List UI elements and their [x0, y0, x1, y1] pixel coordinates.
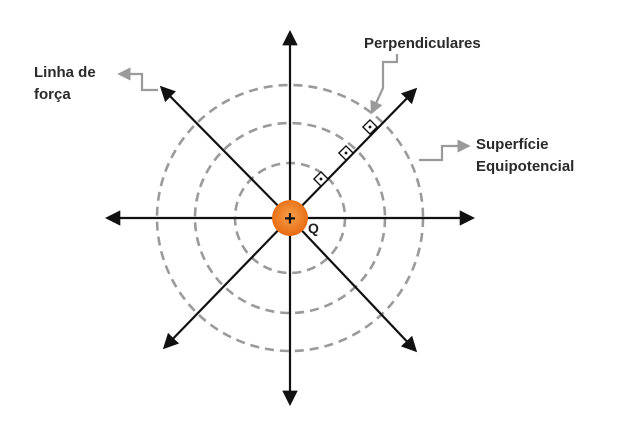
label-field-line-1: Linha de	[34, 64, 96, 81]
callout-equipotential	[419, 139, 471, 162]
field-line-down-left	[162, 217, 291, 350]
label-equipotential-2: Equipotencial	[476, 158, 575, 175]
charge-label-q: Q	[308, 220, 319, 236]
charge-sign: +	[284, 208, 296, 230]
callouts	[117, 54, 471, 162]
callout-field-line	[117, 67, 158, 92]
right-angle-marker-3	[361, 118, 379, 136]
perpendicular-markers	[312, 118, 379, 188]
label-equipotential: Superfície Equipotencial	[476, 134, 574, 178]
label-field-line: Linha de força	[34, 62, 96, 106]
label-field-line-2: força	[34, 86, 71, 103]
label-perpendicular: Perpendiculares	[364, 35, 481, 52]
point-charge: +	[272, 200, 308, 236]
charge-circle	[272, 200, 308, 236]
right-angle-marker-2	[337, 144, 355, 162]
callout-perpendicular	[370, 54, 399, 115]
right-angle-marker-1	[312, 170, 330, 188]
field-line-up-left	[159, 85, 291, 219]
label-equipotential-1: Superfície	[476, 136, 549, 153]
field-line-down-right	[289, 217, 418, 353]
